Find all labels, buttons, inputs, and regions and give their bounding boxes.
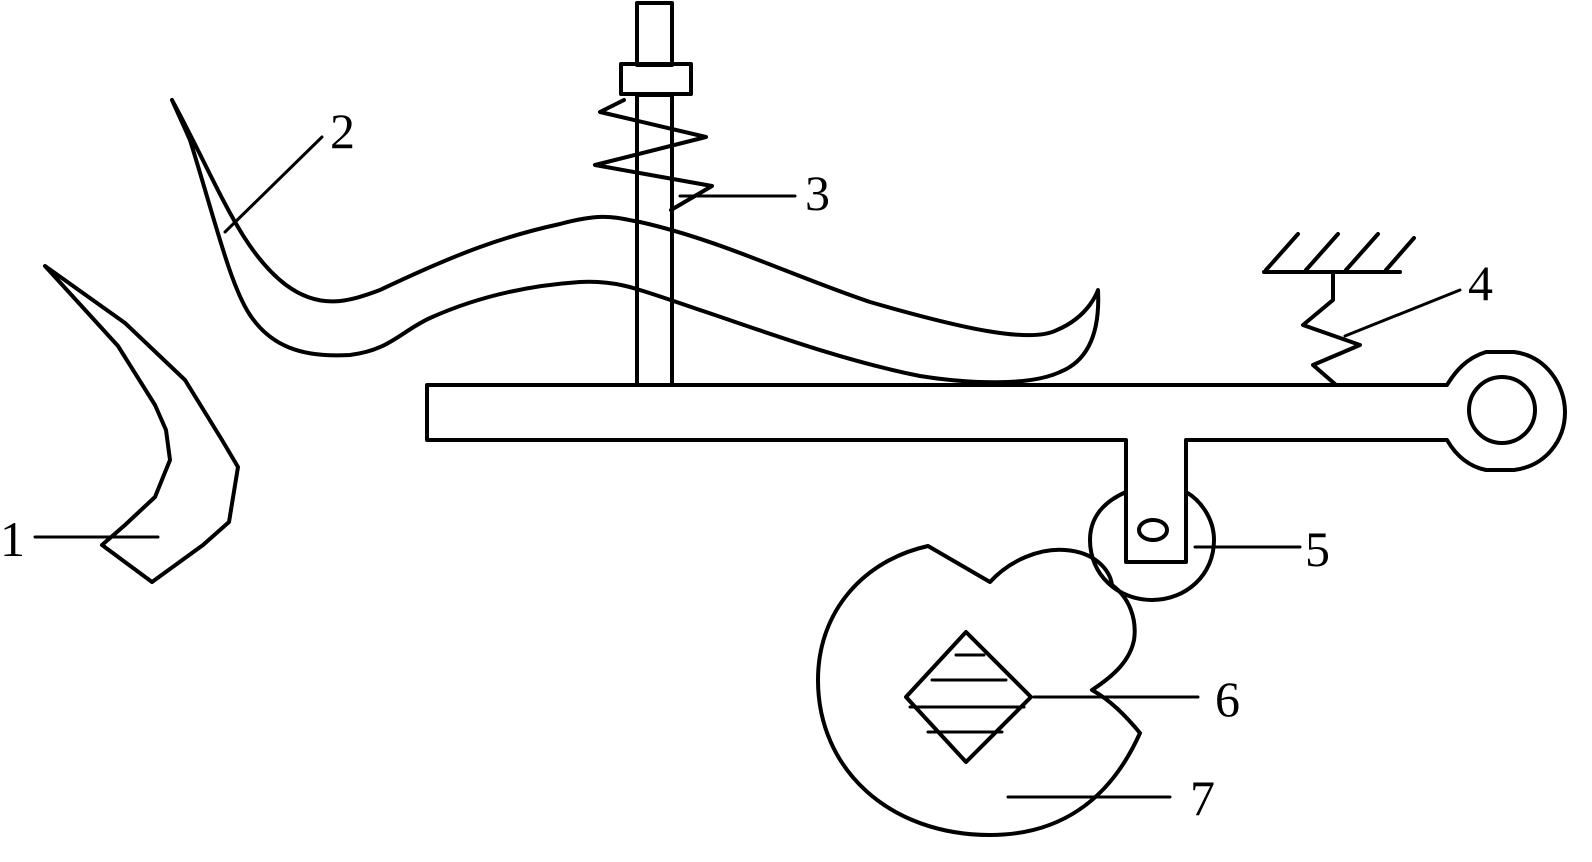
part-3-rod-top xyxy=(635,1,674,67)
label-6: 6 xyxy=(1215,671,1240,727)
part-3-vertical-rod xyxy=(635,93,674,387)
part-1-crescent-blade xyxy=(43,264,240,584)
part-4-zigzag-spring xyxy=(1301,270,1362,386)
part-6-square-shaft xyxy=(904,630,1033,764)
leader-2 xyxy=(223,135,324,234)
part-3-coil-spring xyxy=(593,98,714,212)
part-7-cam-disc xyxy=(816,544,1142,837)
label-7: 7 xyxy=(1190,770,1215,826)
label-4: 4 xyxy=(1468,255,1493,311)
part-5-pin xyxy=(1137,518,1169,542)
main-arm xyxy=(425,350,1567,564)
label-1: 1 xyxy=(0,511,25,567)
arm-eye-hole xyxy=(1467,375,1537,445)
leader-4 xyxy=(1343,288,1462,338)
label-5: 5 xyxy=(1305,521,1330,577)
part-2-hook-lever xyxy=(170,98,1101,385)
label-3: 3 xyxy=(805,165,830,221)
part-5-roller xyxy=(1088,490,1216,602)
part-4-ground-hatch xyxy=(1264,232,1416,272)
part-3-rod-collar xyxy=(619,62,693,96)
label-2: 2 xyxy=(330,103,355,159)
leader-lines xyxy=(33,135,1462,799)
part-6-shaft-hatching xyxy=(908,653,1026,734)
